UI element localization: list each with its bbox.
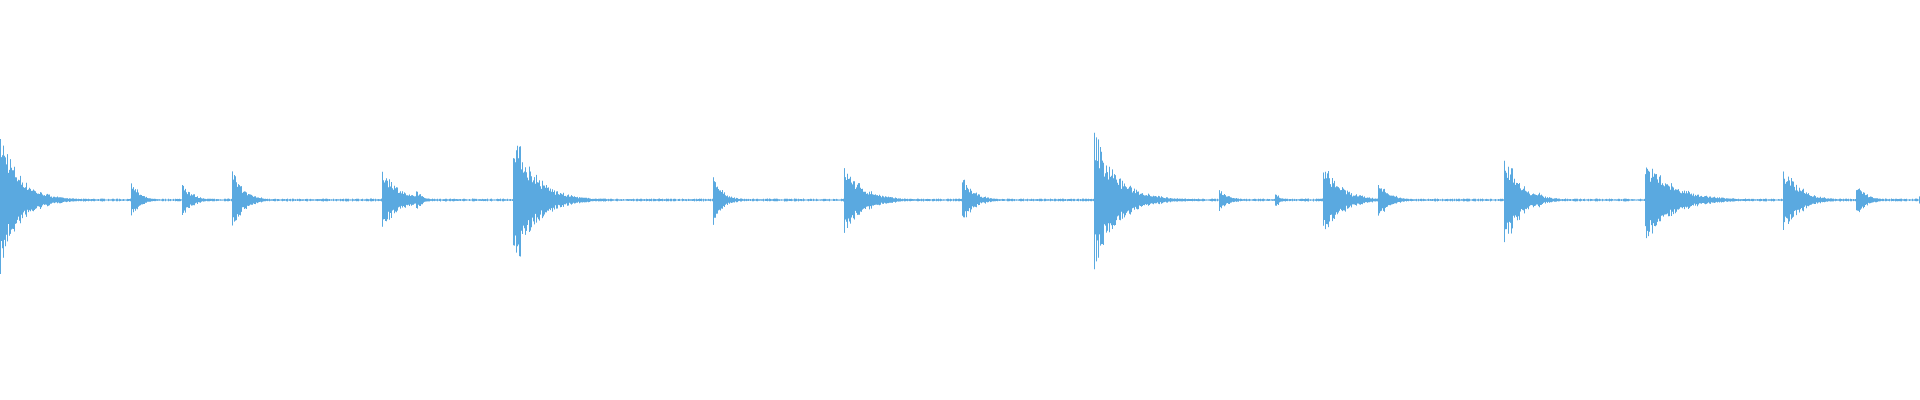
waveform-samples (0, 132, 1920, 274)
waveform-envelope (0, 132, 1920, 274)
